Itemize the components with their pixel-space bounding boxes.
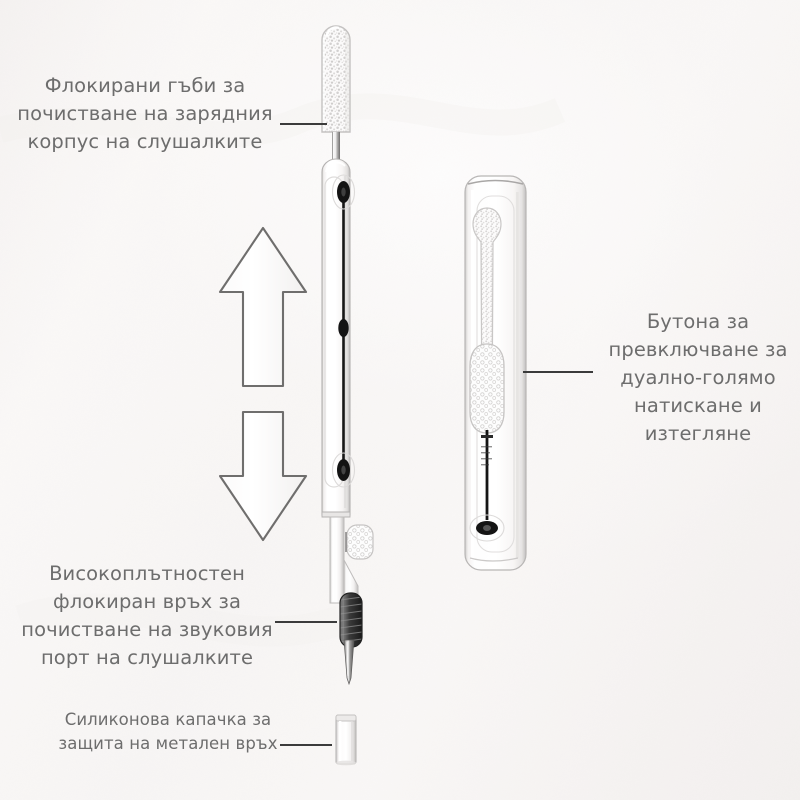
callout-label-button: Бутона за превключване за дуално-голямо … — [608, 310, 788, 445]
leader-line-sponge — [280, 123, 327, 125]
leader-line-button — [523, 371, 593, 373]
metal-needle — [343, 639, 355, 686]
leader-line-cap — [280, 744, 332, 746]
cleaning-pen — [321, 25, 374, 686]
callout-label-tip: Високоплътностен флокиран връх за почист… — [21, 562, 273, 669]
arrow-down-icon — [218, 410, 308, 542]
leader-line-tip — [275, 621, 337, 623]
swab-lower-bulb — [469, 343, 505, 434]
case-inner-rod — [469, 430, 505, 542]
pen-metal-neck — [332, 132, 340, 160]
arrow-up-icon — [218, 226, 308, 388]
swab-case — [464, 175, 527, 571]
callout-label-cap: Силиконова капачка за защита на метален … — [58, 710, 278, 753]
high-density-flocked-tip — [339, 592, 363, 648]
pen-body — [321, 158, 356, 516]
flocked-sponge-tip — [321, 25, 351, 133]
callout-label-sponge: Флокирани гъби за почистване на зарядния… — [17, 74, 273, 153]
slider-pad — [345, 524, 374, 560]
silicone-cap — [335, 714, 357, 766]
